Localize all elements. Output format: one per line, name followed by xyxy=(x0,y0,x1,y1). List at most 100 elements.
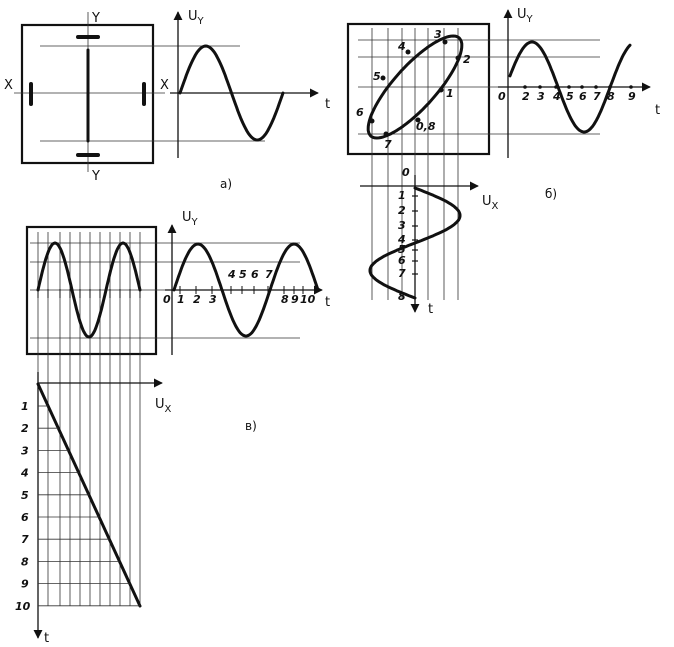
x-plate-left xyxy=(29,82,33,106)
screen-sine-v xyxy=(36,241,142,339)
axis-t2-b: t xyxy=(428,302,433,317)
y-plate-top xyxy=(76,35,100,39)
label-plate-y-bottom: Y xyxy=(91,169,100,184)
x-time-label: 3 xyxy=(398,219,406,232)
y-plate-bottom xyxy=(76,153,100,157)
sweep-label: 4 xyxy=(20,467,29,480)
panel-label-b: б) xyxy=(545,187,557,201)
time-tick-label: 5 xyxy=(239,268,247,281)
time-tick-label: 10 xyxy=(300,293,316,306)
time-tick-label: 9 xyxy=(628,90,636,103)
time-tick-label: 3 xyxy=(537,90,545,103)
ellipse-dot xyxy=(438,87,444,93)
sweep-ticks-v: 1 2 3 4 5 6 7 8 9 10 xyxy=(15,400,140,613)
sweep-label: 8 xyxy=(21,555,29,568)
x-time-label: 1 xyxy=(398,189,406,202)
sweep-label: 2 xyxy=(21,422,29,435)
ellipse-point-label: 0,8 xyxy=(416,120,436,133)
time-tick-label: 0 xyxy=(498,90,506,103)
axis-uy-v: UY xyxy=(182,210,199,228)
ellipse-dot xyxy=(383,131,389,137)
ellipse-dot xyxy=(405,49,411,55)
time-tick-label: 6 xyxy=(251,268,259,281)
time-tick-label: 5 xyxy=(566,90,574,103)
axis-t2-v: t xyxy=(44,631,49,646)
ellipse-point-label: 6 xyxy=(356,106,364,119)
time-tick-dot xyxy=(538,85,542,89)
axis-t-b: t xyxy=(655,103,660,118)
ellipse-point-label: 2 xyxy=(463,53,471,66)
x-time-label: 2 xyxy=(398,204,406,217)
ellipse-dot xyxy=(369,118,375,124)
axis-uy-a: UY xyxy=(188,9,205,27)
label-plate-x-left: X xyxy=(4,78,13,93)
time-tick-label: 3 xyxy=(209,293,217,306)
axis-t-a: t xyxy=(325,97,330,112)
sweep-label: 7 xyxy=(21,533,29,546)
time-tick-label: 4 xyxy=(227,268,236,281)
label-plate-x-right: X xyxy=(160,78,169,93)
x-time-label: 6 xyxy=(398,254,406,267)
axis-t-v: t xyxy=(325,295,330,310)
x-time-label: 4 xyxy=(397,233,406,246)
time-tick-dot xyxy=(523,85,527,89)
time-tick-label: 7 xyxy=(265,268,273,281)
screen-a xyxy=(20,23,155,165)
ellipse-dot xyxy=(455,55,461,61)
ellipse-point-label: 3 xyxy=(434,28,442,41)
time-tick-label: 4 xyxy=(552,90,561,103)
ellipse-points: 3 2 4 5 1 6 0,8 7 xyxy=(356,28,471,151)
sweep-label: 9 xyxy=(21,578,29,591)
label-plate-y-top: Y xyxy=(91,11,100,26)
sweep-ramp xyxy=(36,382,142,608)
axis-ux-b: UX xyxy=(482,194,499,212)
panel-a: Y Y X X UY t а) xyxy=(4,9,330,191)
x-time-label: 5 xyxy=(398,243,406,256)
time-tick-label: 8 xyxy=(281,293,289,306)
time-tick-dot xyxy=(580,85,584,89)
time-tick-label: 7 xyxy=(593,90,601,103)
time-tick-label: 0 xyxy=(163,293,171,306)
panel-label-a: а) xyxy=(220,177,232,191)
time-tick-label: 6 xyxy=(579,90,587,103)
axis-uy-b: UY xyxy=(517,7,534,25)
ellipse-point-label: 4 xyxy=(397,40,406,53)
screen-b xyxy=(346,22,491,156)
screen-v xyxy=(25,225,158,356)
ellipse-dot xyxy=(380,75,386,81)
sine-wave-bx xyxy=(368,186,462,300)
sweep-label: 3 xyxy=(21,444,29,457)
ellipse-point-label: 1 xyxy=(446,87,454,100)
time-tick-label: 1 xyxy=(177,293,185,306)
x-plate-right xyxy=(142,82,146,106)
x-time-label: 8 xyxy=(398,290,406,303)
sweep-label: 10 xyxy=(15,600,31,613)
x-time-label: 0 xyxy=(402,166,410,179)
sweep-label: 5 xyxy=(21,489,29,502)
sine-wave-v xyxy=(172,242,320,338)
time-tick-label: 8 xyxy=(607,90,615,103)
time-tick-dot xyxy=(629,85,633,89)
ellipse-point-label: 5 xyxy=(373,70,381,83)
panel-label-v: в) xyxy=(245,419,257,433)
ellipse-point-label: 7 xyxy=(384,138,392,151)
time-tick-label: 9 xyxy=(291,293,299,306)
ellipse-dot xyxy=(415,117,421,123)
sine-wave-a xyxy=(178,44,285,142)
time-tick-dot xyxy=(594,85,598,89)
sweep-label: 1 xyxy=(21,400,29,413)
ellipse-trace xyxy=(366,34,464,140)
time-tick-label: 2 xyxy=(522,90,530,103)
sweep-label: 6 xyxy=(21,511,29,524)
time-tick-label: 2 xyxy=(193,293,201,306)
screen-points-v xyxy=(37,289,141,298)
time-tick-dot xyxy=(554,85,558,89)
guides-b xyxy=(358,28,600,300)
ellipse-dot xyxy=(442,39,448,45)
